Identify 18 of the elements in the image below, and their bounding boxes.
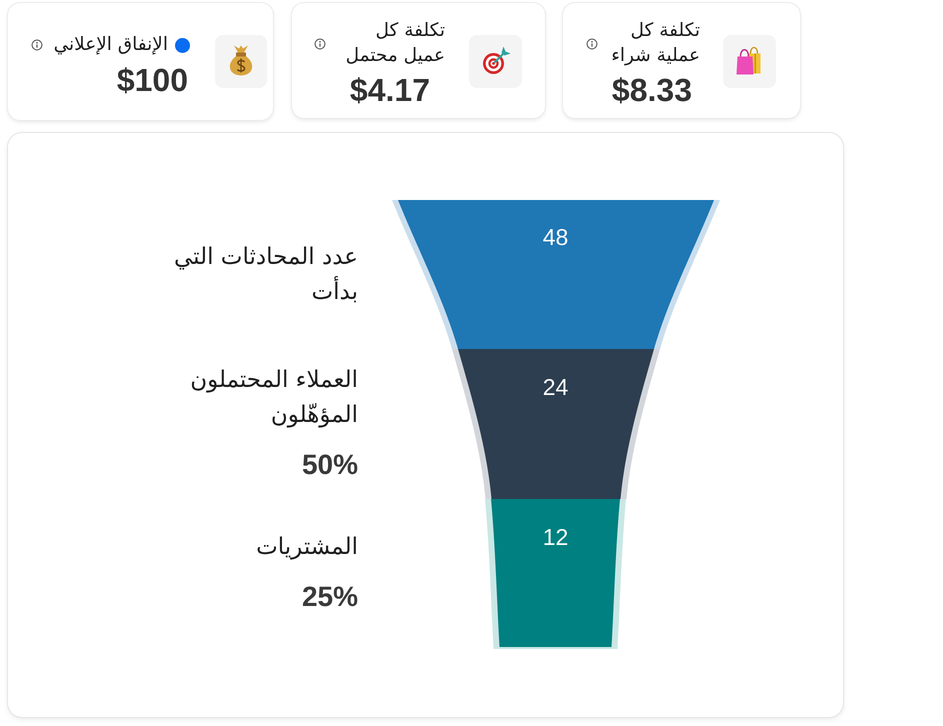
metric-card: [563, 3, 800, 118]
stage-label: عدد المحادثات التي بدأت: [172, 243, 358, 307]
percentage-label: 50%: [302, 451, 358, 479]
stage-label: العملاء المحتملون المؤهّلون: [189, 366, 358, 430]
funnel-segment: 12: [485, 499, 626, 649]
panel: [8, 133, 843, 717]
funnel-segment: 24: [452, 349, 660, 499]
metric-label: تكلفة كل عميل محتمل: [344, 19, 445, 68]
metric-label: الإنفاق الإعلاني: [54, 33, 168, 57]
metric-label: تكلفة كل عملية شراء: [610, 19, 700, 68]
funnel-segment: 48: [392, 200, 720, 349]
metric-value: $4.17: [350, 74, 430, 106]
stage-label: المشتريات: [256, 533, 358, 562]
metric-value: $100: [116, 64, 188, 96]
percentage-label: 25%: [302, 583, 358, 611]
metric-card: [8, 3, 273, 120]
metric-value: $8.33: [612, 74, 692, 106]
metric-card: [292, 3, 545, 118]
